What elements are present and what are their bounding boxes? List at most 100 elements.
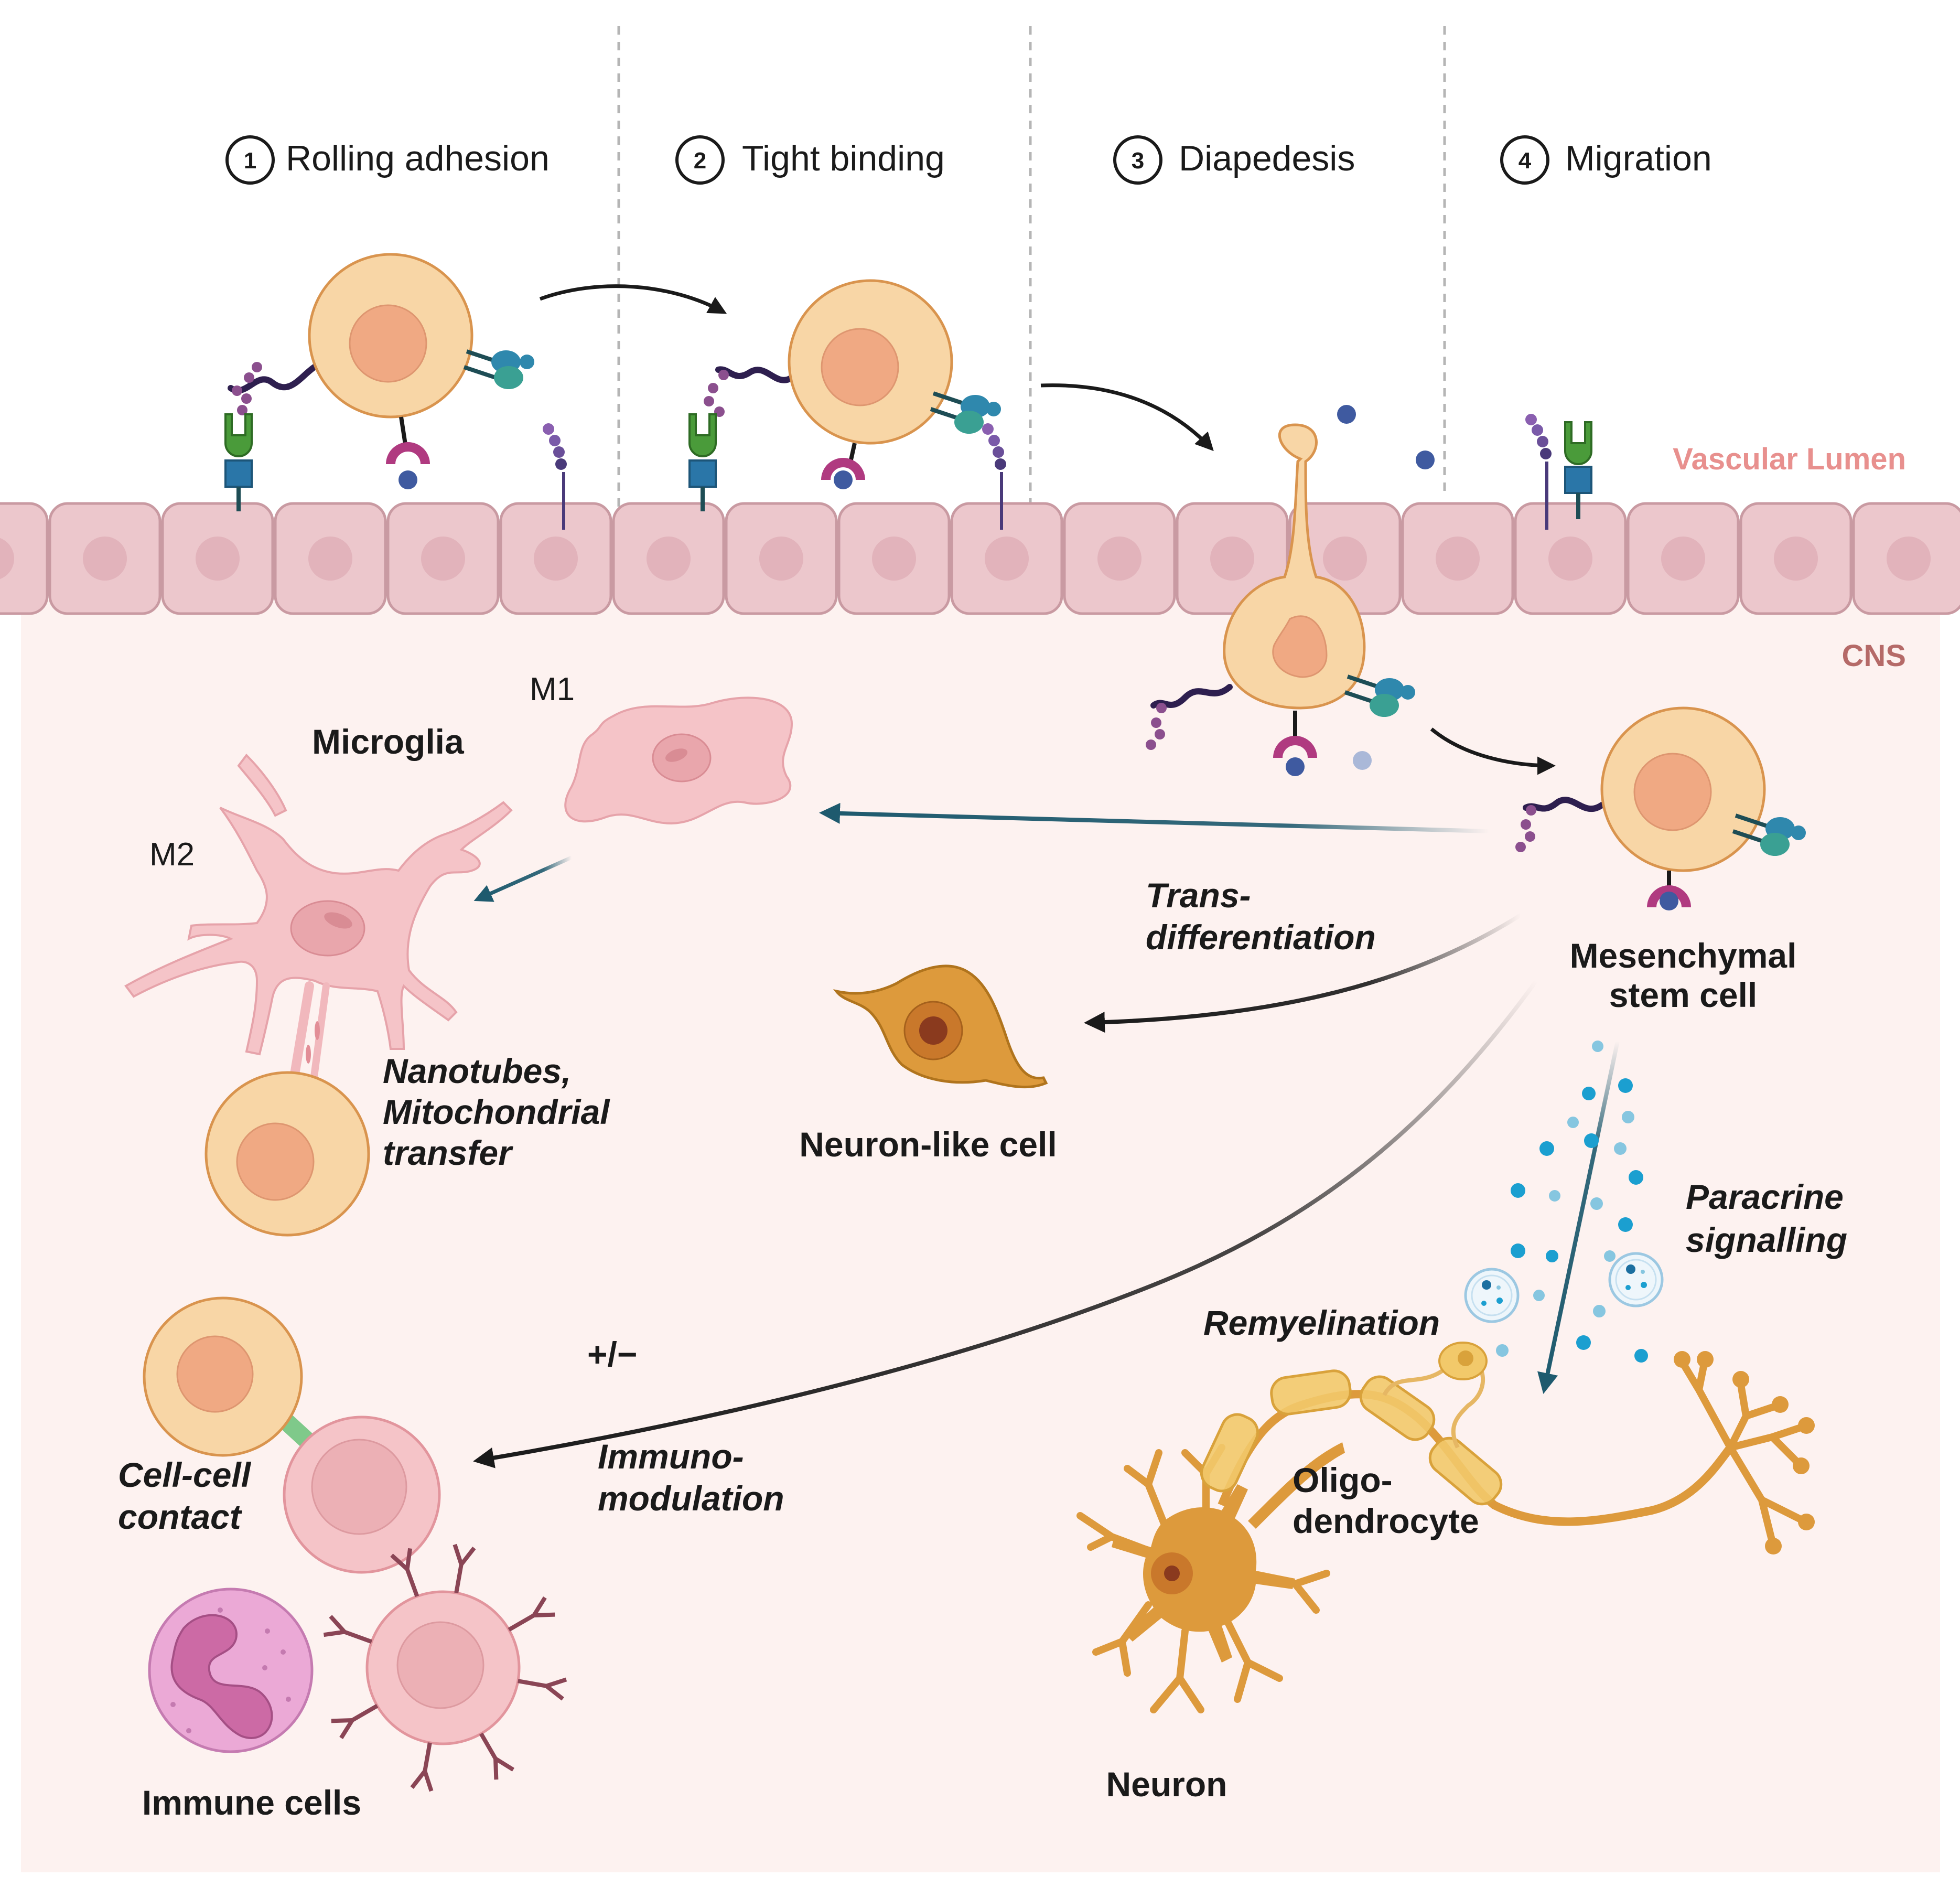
endothelial-nucleus (196, 537, 240, 581)
transdiff-label-line1: Trans- (1146, 876, 1251, 915)
msc-diapedesis (1146, 423, 1415, 776)
mesenchymal-stem-cell (1515, 706, 1806, 910)
microglia-label: Microglia (312, 722, 465, 761)
immuno-label-line2: modulation (598, 1479, 784, 1518)
step-4-number: 4 (1519, 148, 1532, 174)
selectin-receptor-2 (688, 413, 717, 511)
endothelial-nucleus (985, 537, 1029, 581)
immuno-label-line1: Immuno- (598, 1437, 744, 1476)
extracellular-vesicle-2 (1608, 1252, 1664, 1307)
m2-microglia (124, 753, 513, 1056)
extracellular-vesicle-1 (1464, 1268, 1520, 1323)
nanotube (289, 981, 330, 1085)
arrow-msc-to-m1 (819, 802, 1490, 833)
m2-label: M2 (149, 837, 195, 873)
dendrite (1087, 1533, 1115, 1551)
endothelial-nucleus (421, 537, 465, 581)
arrow-msc-to-immune (473, 979, 1538, 1468)
dendrite (1234, 1659, 1252, 1703)
glycan-chain-1 (543, 423, 567, 530)
step-1-number: 1 (244, 148, 256, 174)
endothelial-nucleus (534, 537, 578, 581)
remyelination-label: Remyelination (1203, 1303, 1440, 1342)
glycan-chain-4 (1525, 414, 1552, 530)
endothelial-nucleus (1323, 537, 1367, 581)
step-2: 2 Tight binding (675, 135, 945, 185)
neuron-label: Neuron (1106, 1765, 1227, 1804)
chemokine-dot-2 (1416, 451, 1435, 469)
dendrite (1118, 1638, 1131, 1677)
neuron-like-label: Neuron-like cell (799, 1125, 1057, 1164)
endothelial-nucleus (1887, 537, 1931, 581)
arrow-msc-to-neuron-like (1084, 913, 1522, 1033)
step-1-badge (225, 135, 275, 185)
lymphocyte-with-antibodies (323, 1543, 567, 1792)
step-3: 3 Diapedesis (1113, 135, 1355, 185)
selectin-receptor-4 (1564, 421, 1592, 519)
paracrine-label-line1: Paracrine (1686, 1177, 1844, 1216)
endothelial-nucleus (647, 537, 691, 581)
antibody-icon (518, 1677, 567, 1701)
m1-label: M1 (530, 671, 575, 707)
endothelial-nucleus (308, 537, 352, 581)
endothelial-layer (0, 502, 1960, 615)
endothelial-nucleus (1548, 537, 1592, 581)
antibody-icon (410, 1742, 434, 1792)
msc-label-line1: Mesenchymal (1570, 936, 1797, 975)
msc-tight-binding (704, 279, 1001, 489)
antibody-icon (331, 1704, 379, 1740)
cns-label: CNS (1842, 639, 1906, 673)
antibody-icon (508, 1596, 555, 1632)
nanotubes-label-line1: Nanotubes, (383, 1052, 571, 1090)
step-1-label: Rolling adhesion (286, 138, 550, 178)
endothelial-nucleus (1436, 537, 1480, 581)
step-1: 1 Rolling adhesion (225, 135, 550, 185)
msc-rolling (228, 253, 534, 489)
dendrite (1291, 1580, 1320, 1614)
neuron (1112, 1442, 1345, 1663)
m1-microglia (564, 696, 793, 825)
glycan-chain-2 (982, 423, 1006, 530)
msc-label-line2: stem cell (1609, 975, 1758, 1014)
transdiff-label-line2: differentiation (1146, 918, 1376, 957)
step-4-label: Migration (1565, 138, 1712, 178)
antibody-icon (453, 1543, 476, 1593)
endothelial-nucleus (0, 538, 14, 580)
cellcell-label-line2: contact (118, 1497, 243, 1536)
arrow-paracrine (1537, 1041, 1620, 1394)
step-4: 4 Migration (1500, 135, 1712, 185)
arrow-binding-to-diapedesis (1040, 383, 1214, 452)
endothelial-nucleus (1210, 537, 1254, 581)
paracrine-label-line2: signalling (1686, 1220, 1847, 1259)
myelin-sheaths (1200, 1369, 1503, 1506)
endothelial-nucleus (1774, 537, 1818, 581)
endothelial-nucleus (1661, 537, 1705, 581)
endothelial-nucleus (83, 537, 127, 581)
step-3-label: Diapedesis (1179, 138, 1355, 178)
nanotubes-label-line3: transfer (383, 1133, 513, 1172)
selectin-receptor-1 (224, 413, 253, 511)
antibody-icon (479, 1732, 515, 1780)
step-4-badge (1500, 135, 1549, 185)
step-dividers (617, 26, 1446, 556)
dendrite (1176, 1675, 1204, 1713)
antibody-icon (323, 1615, 373, 1644)
oligo-label-line1: Oligo- (1293, 1461, 1393, 1499)
vascular-lumen-label: Vascular Lumen (1673, 442, 1906, 476)
dendrite (1145, 1449, 1162, 1488)
plus-minus-label: +/− (587, 1335, 637, 1374)
step-2-badge (675, 135, 725, 185)
arrow-m1-to-m2 (473, 855, 573, 902)
neuron-nucleolus (1164, 1566, 1180, 1581)
oligodendrocyte (1382, 1342, 1488, 1449)
step-3-number: 3 (1132, 148, 1144, 174)
nanotubes-label-line2: Mitochondrial (383, 1092, 610, 1131)
cellcell-label-line1: Cell-cell (118, 1455, 252, 1494)
immune-cells-label: Immune cells (142, 1783, 361, 1822)
endothelial-nucleus (872, 537, 916, 581)
chemokine-dot-1 (1337, 405, 1356, 424)
oligo-label-line2: dendrocyte (1293, 1502, 1479, 1540)
cell-cell-contact (143, 1296, 441, 1574)
endothelial-cell (0, 502, 49, 615)
